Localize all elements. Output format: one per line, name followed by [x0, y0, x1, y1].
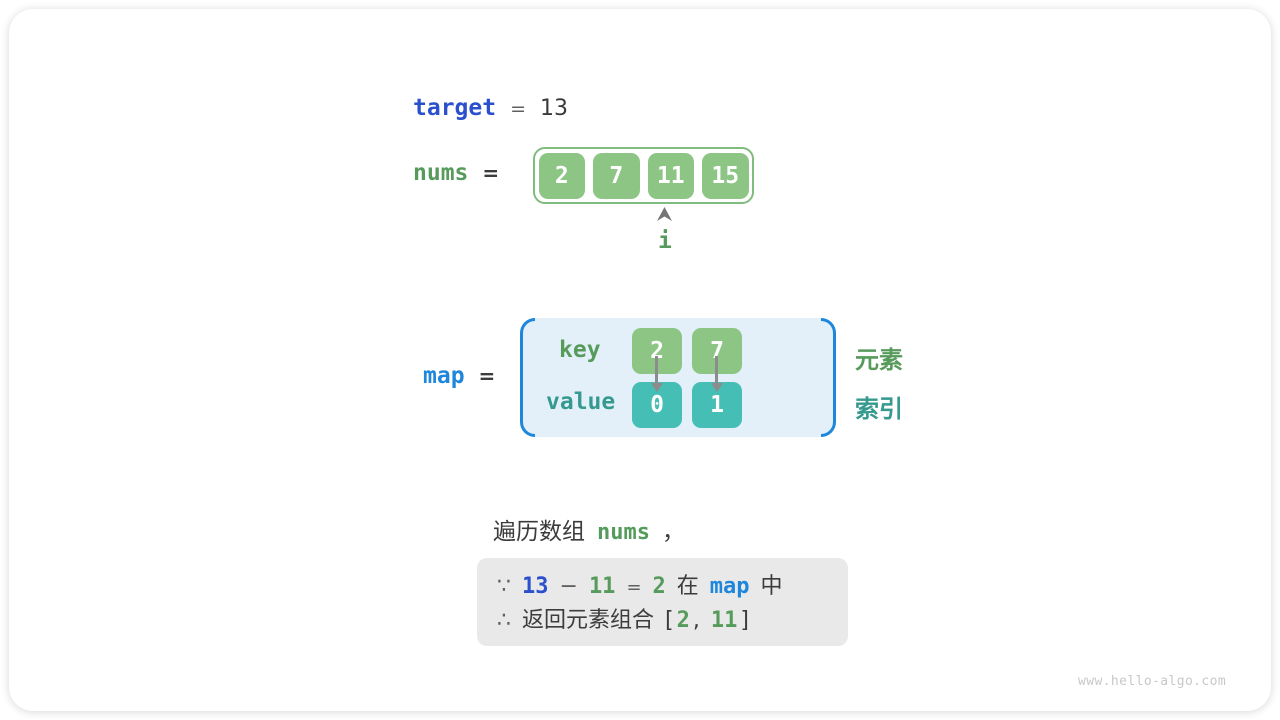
index-pointer-label: i: [658, 228, 672, 254]
target-variable: target: [413, 95, 497, 121]
target-value: 13: [540, 96, 569, 121]
equals-sign: =: [510, 98, 527, 120]
key-to-value-arrow-icon: [650, 356, 663, 392]
equals-sign: =: [482, 161, 500, 185]
in-text: 在: [676, 574, 699, 599]
target-line: target = 13: [413, 95, 568, 121]
array-cell: 11: [647, 152, 694, 199]
nums-line: nums =: [413, 160, 499, 186]
equals-sign: =: [478, 364, 496, 388]
return-text: 返回元素组合: [522, 608, 655, 633]
map-code: map: [709, 574, 750, 599]
result-number: 2: [652, 574, 666, 599]
key-to-value-arrow-icon: [710, 356, 723, 392]
minus-operator: −: [559, 574, 578, 599]
close-bracket: ]: [740, 608, 749, 633]
caption-code: nums: [597, 520, 650, 545]
because-symbol: ∵: [497, 574, 511, 599]
zhong-text: 中: [760, 574, 783, 599]
current-number: 11: [588, 574, 616, 599]
therefore-symbol: ∴: [497, 608, 511, 633]
nums-variable: nums: [413, 160, 469, 186]
array-cell: 7: [593, 152, 640, 199]
left-bracket-icon: [520, 318, 535, 437]
value-row-label: value: [546, 389, 616, 415]
because-line: ∵ 13 − 11 = 2 在 map 中: [497, 568, 848, 602]
index-side-label: 索引: [855, 395, 903, 423]
array-cell: 15: [702, 152, 749, 199]
comma: ,: [692, 608, 700, 633]
conclusion-box: ∵ 13 − 11 = 2 在 map 中 ∴ 返回元素组合 [ 2 , 11 …: [477, 558, 848, 646]
caption-prefix: 遍历数组: [493, 519, 585, 545]
array-cell: 2: [538, 152, 585, 199]
watermark: www.hello-algo.com: [1078, 674, 1227, 689]
caption-line: 遍历数组 nums ，: [493, 512, 685, 546]
nums-array: 2 7 11 15: [533, 147, 754, 204]
index-pointer-icon: [656, 207, 673, 222]
pair-second: 11: [710, 608, 738, 633]
key-row-label: key: [559, 337, 601, 363]
pair-first: 2: [676, 608, 690, 633]
map-container: key value 2 7 0 1: [520, 318, 836, 437]
element-side-label: 元素: [855, 346, 903, 374]
equals-operator: =: [626, 577, 642, 598]
target-number: 13: [522, 574, 549, 599]
map-line: map =: [423, 363, 495, 389]
therefore-line: ∴ 返回元素组合 [ 2 , 11 ]: [497, 602, 848, 636]
map-variable: map: [423, 363, 465, 389]
caption-suffix: ，: [661, 519, 685, 545]
open-bracket: [: [665, 608, 674, 633]
result-pair: [ 2 , 11 ]: [665, 608, 749, 633]
right-bracket-icon: [821, 318, 836, 437]
